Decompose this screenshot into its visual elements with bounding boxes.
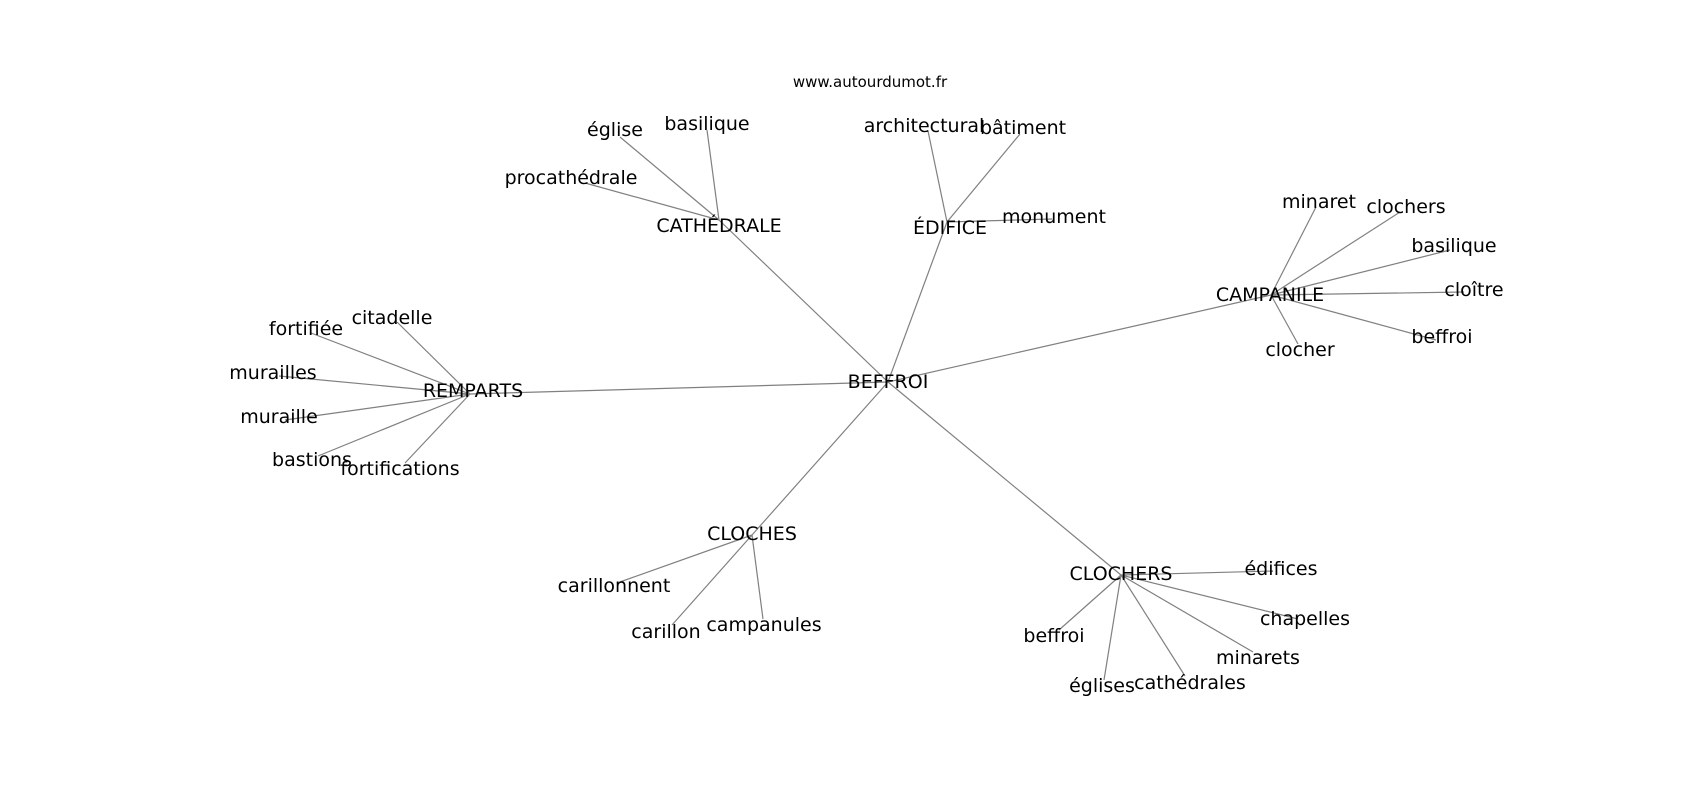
leaf-word-node[interactable]: minarets xyxy=(1216,647,1300,669)
edge-hub-to-leaf xyxy=(946,218,1053,223)
edge-hub-to-leaf xyxy=(1270,211,1401,296)
edge-hub-to-leaf xyxy=(396,321,471,395)
labels-layer: BEFFROI CATHÉDRALE église basilique procathé… xyxy=(229,113,1503,697)
edge-hub-to-leaf xyxy=(1270,291,1465,296)
hub-word-node[interactable]: REMPARTS xyxy=(423,380,523,402)
hub-word-node[interactable]: ÉDIFICE xyxy=(913,216,987,239)
leaf-word-node[interactable]: cloître xyxy=(1444,279,1503,301)
edge-hub-to-leaf xyxy=(1270,249,1451,296)
edge-hub-to-leaf xyxy=(1120,574,1299,620)
edge-center-to-hub xyxy=(887,381,1122,576)
leaf-word-node[interactable]: clocher xyxy=(1265,339,1335,361)
leaf-word-node[interactable]: architectural xyxy=(864,115,985,137)
edge-hub-to-leaf xyxy=(317,393,471,457)
edge-center-to-hub xyxy=(751,381,889,536)
leaf-word-node[interactable]: cathédrales xyxy=(1134,672,1246,694)
edges-layer xyxy=(278,129,1465,681)
leaf-word-node[interactable]: minaret xyxy=(1282,191,1356,213)
edge-hub-to-leaf xyxy=(278,375,471,395)
leaf-word-node[interactable]: procathédrale xyxy=(505,167,638,189)
leaf-word-node[interactable]: muraille xyxy=(240,406,318,428)
edge-hub-to-leaf xyxy=(1058,574,1122,631)
leaf-word-node[interactable]: fortifications xyxy=(340,458,459,480)
leaf-word-node[interactable]: carillon xyxy=(631,621,700,643)
edge-center-to-hub xyxy=(887,294,1272,383)
leaf-word-node[interactable]: clochers xyxy=(1366,196,1445,218)
leaf-word-node[interactable]: fortifiée xyxy=(269,318,343,340)
leaf-word-node[interactable]: chapelles xyxy=(1260,608,1350,630)
edge-hub-to-leaf xyxy=(1120,574,1254,653)
edge-center-to-hub xyxy=(887,221,948,383)
leaf-word-node[interactable]: monument xyxy=(1002,206,1106,228)
edge-hub-to-leaf xyxy=(619,136,720,221)
hub-word-node[interactable]: CLOCHERS xyxy=(1070,563,1173,585)
source-website-text[interactable]: www.autourdumot.fr xyxy=(793,73,948,91)
leaf-word-node[interactable]: basilique xyxy=(664,113,749,135)
hub-word-node[interactable]: CLOCHES xyxy=(707,523,797,545)
edge-hub-to-leaf xyxy=(1270,294,1299,345)
leaf-word-node[interactable]: carillonnent xyxy=(558,575,671,597)
edge-hub-to-leaf xyxy=(284,393,471,421)
leaf-word-node[interactable]: bastions xyxy=(272,449,352,471)
hub-word-node[interactable]: CATHÉDRALE xyxy=(656,214,781,237)
leaf-word-node[interactable]: campanules xyxy=(706,614,821,636)
leaf-word-node[interactable]: beffroi xyxy=(1023,625,1084,647)
edge-hub-to-leaf xyxy=(404,393,471,464)
edge-hub-to-leaf xyxy=(706,129,720,221)
leaf-word-node[interactable]: beffroi xyxy=(1411,326,1472,348)
edge-hub-to-leaf xyxy=(671,534,753,626)
edge-hub-to-leaf xyxy=(1120,574,1186,677)
leaf-word-node[interactable]: basilique xyxy=(1411,235,1496,257)
center-word-node[interactable]: BEFFROI xyxy=(848,371,929,393)
edge-hub-to-leaf xyxy=(584,182,720,221)
edge-hub-to-leaf xyxy=(1270,294,1437,341)
leaf-word-node[interactable]: églises xyxy=(1069,675,1135,697)
leaf-word-node[interactable]: édifices xyxy=(1244,558,1317,580)
edge-hub-to-leaf xyxy=(1270,206,1317,296)
edge-hub-to-leaf xyxy=(946,133,1021,223)
edge-hub-to-leaf xyxy=(616,534,753,584)
edge-hub-to-leaf xyxy=(1103,574,1122,681)
leaf-word-node[interactable]: église xyxy=(587,119,643,141)
edge-hub-to-leaf xyxy=(310,332,471,395)
leaf-word-node[interactable]: murailles xyxy=(229,362,316,384)
hub-word-node[interactable]: CAMPANILE xyxy=(1216,284,1324,306)
leaf-word-node[interactable]: bâtiment xyxy=(980,117,1066,139)
edge-hub-to-leaf xyxy=(751,534,764,620)
leaf-word-node[interactable]: citadelle xyxy=(352,307,433,329)
edge-center-to-hub xyxy=(718,219,889,383)
edge-center-to-hub xyxy=(469,381,889,395)
edge-hub-to-leaf xyxy=(1120,570,1274,576)
edge-hub-to-leaf xyxy=(927,130,948,223)
